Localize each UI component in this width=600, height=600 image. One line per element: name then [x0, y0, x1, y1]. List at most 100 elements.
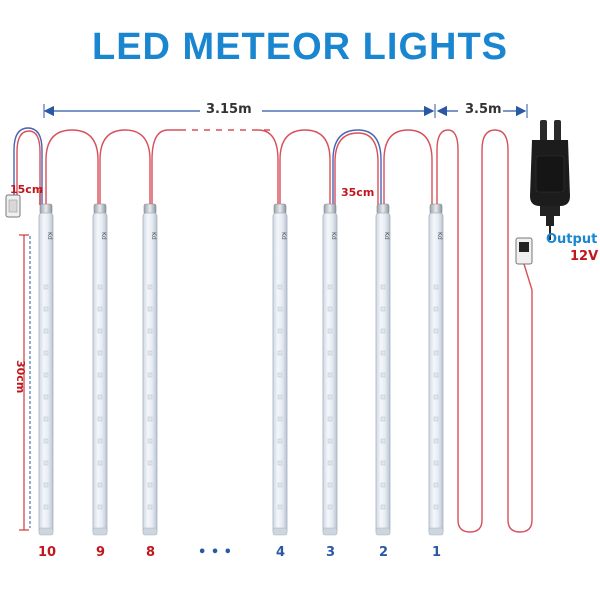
led-chip: [433, 416, 439, 422]
dimension-line-lead: [436, 104, 528, 118]
led-chip: [97, 372, 103, 378]
led-chip: [327, 306, 333, 312]
led-chip: [433, 306, 439, 312]
led-chip: [380, 438, 386, 444]
led-chip: [433, 482, 439, 488]
led-chip: [327, 372, 333, 378]
tube-spacing-label: 35cm: [341, 186, 375, 199]
led-chip: [147, 372, 153, 378]
led-chip: [147, 504, 153, 510]
led-chip: [97, 350, 103, 356]
led-tube: Kd: [142, 203, 158, 536]
ellipsis-indicator: • • •: [198, 545, 232, 560]
led-chip: [327, 460, 333, 466]
tube-brand-text: Kd: [383, 232, 390, 240]
tube-group: Kd Kd Kd Kd Kd Kd Kd: [38, 203, 444, 536]
dimension-line-total: [43, 104, 436, 118]
led-chip: [277, 350, 283, 356]
connecting-wires: [13, 127, 533, 533]
tube-number: 2: [379, 545, 389, 560]
led-chip: [97, 460, 103, 466]
tube-brand-text: Kd: [280, 232, 287, 240]
power-adapter: [530, 120, 570, 240]
led-chip: [277, 460, 283, 466]
tube-number: 1: [432, 545, 442, 560]
led-chip: [43, 372, 49, 378]
led-chip: [433, 438, 439, 444]
led-chip: [147, 350, 153, 356]
led-tube: Kd: [272, 203, 288, 536]
led-tube: Kd: [92, 203, 108, 536]
led-chip: [433, 394, 439, 400]
led-chip: [147, 482, 153, 488]
led-chip: [327, 416, 333, 422]
led-chip: [277, 328, 283, 334]
led-chip: [380, 284, 386, 290]
led-chip: [277, 482, 283, 488]
led-chip: [147, 284, 153, 290]
tube-number: 8: [146, 545, 156, 560]
led-chip: [380, 306, 386, 312]
led-chip: [97, 394, 103, 400]
led-chip: [43, 504, 49, 510]
led-chip: [433, 328, 439, 334]
lead-length-label: 3.5m: [465, 102, 502, 117]
led-chip: [147, 394, 153, 400]
led-tube: Kd: [375, 203, 391, 536]
led-chip: [97, 504, 103, 510]
led-chip: [97, 328, 103, 334]
led-chip: [327, 350, 333, 356]
led-chip: [43, 416, 49, 422]
led-chip: [433, 284, 439, 290]
led-chip: [97, 438, 103, 444]
led-chip: [380, 394, 386, 400]
led-chip: [380, 372, 386, 378]
led-chip: [43, 350, 49, 356]
page-title: LED METEOR LIGHTS: [92, 26, 508, 68]
led-chip: [277, 438, 283, 444]
tube-brand-text: Kd: [100, 232, 107, 240]
end-connector: [5, 194, 21, 218]
led-chip: [147, 438, 153, 444]
led-chip: [97, 306, 103, 312]
led-tube: Kd: [322, 203, 338, 536]
led-chip: [43, 460, 49, 466]
led-chip: [380, 350, 386, 356]
led-chip: [433, 460, 439, 466]
led-chip: [380, 416, 386, 422]
led-chip: [97, 284, 103, 290]
led-chip: [327, 438, 333, 444]
led-chip: [327, 482, 333, 488]
tube-brand-text: Kd: [46, 232, 53, 240]
led-chip: [43, 328, 49, 334]
dimension-marks-red: [19, 190, 41, 531]
led-chip: [433, 372, 439, 378]
led-chip: [43, 438, 49, 444]
led-chip: [433, 350, 439, 356]
led-chip: [277, 394, 283, 400]
led-chip: [43, 482, 49, 488]
tube-brand-text: Kd: [150, 232, 157, 240]
led-chip: [97, 482, 103, 488]
led-chip: [147, 416, 153, 422]
led-chip: [43, 284, 49, 290]
tube-brand-text: Kd: [436, 232, 443, 240]
led-chip: [327, 284, 333, 290]
led-chip: [380, 482, 386, 488]
led-chip: [380, 504, 386, 510]
led-chip: [147, 328, 153, 334]
led-chip: [433, 504, 439, 510]
led-chip: [97, 416, 103, 422]
led-chip: [327, 394, 333, 400]
led-chip: [277, 284, 283, 290]
tube-length-label: 30cm: [14, 360, 27, 394]
led-chip: [147, 460, 153, 466]
led-chip: [43, 306, 49, 312]
total-length-label: 3.15m: [206, 102, 252, 117]
tube-number: 4: [276, 545, 286, 560]
led-chip: [43, 394, 49, 400]
led-chip: [380, 328, 386, 334]
tube-number: 3: [326, 545, 336, 560]
led-tube: Kd: [428, 203, 444, 536]
